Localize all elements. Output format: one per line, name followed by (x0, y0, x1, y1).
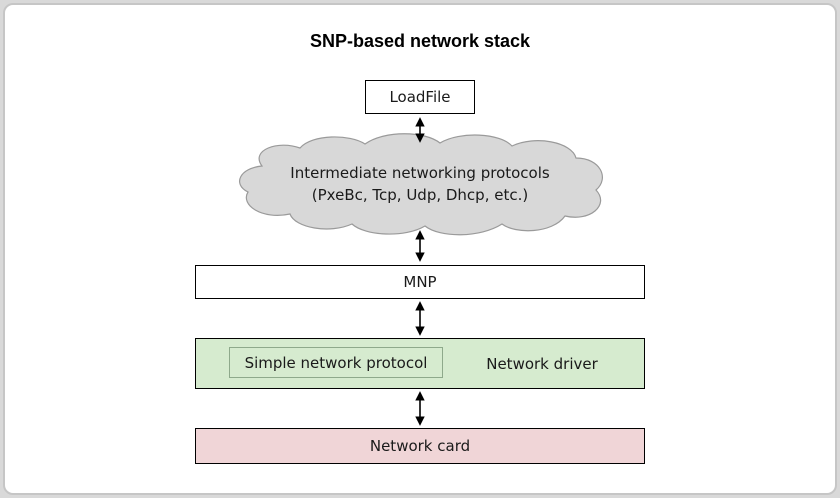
network-card-box: Network card (195, 428, 645, 464)
protocols-cloud (239, 133, 603, 236)
cloud-label-line1: Intermediate networking protocols (290, 164, 550, 182)
snp-box: Simple network protocol (229, 347, 443, 378)
diagram-title: SNP-based network stack (309, 31, 531, 51)
cloud-label-line2: (PxeBc, Tcp, Udp, Dhcp, etc.) (311, 186, 529, 204)
loadfile-box: LoadFile (365, 80, 475, 114)
network-driver-label: Network driver (486, 355, 598, 373)
cloud-label: Intermediate networking protocols (PxeBc… (250, 162, 590, 206)
mnp-box: MNP (195, 265, 645, 299)
